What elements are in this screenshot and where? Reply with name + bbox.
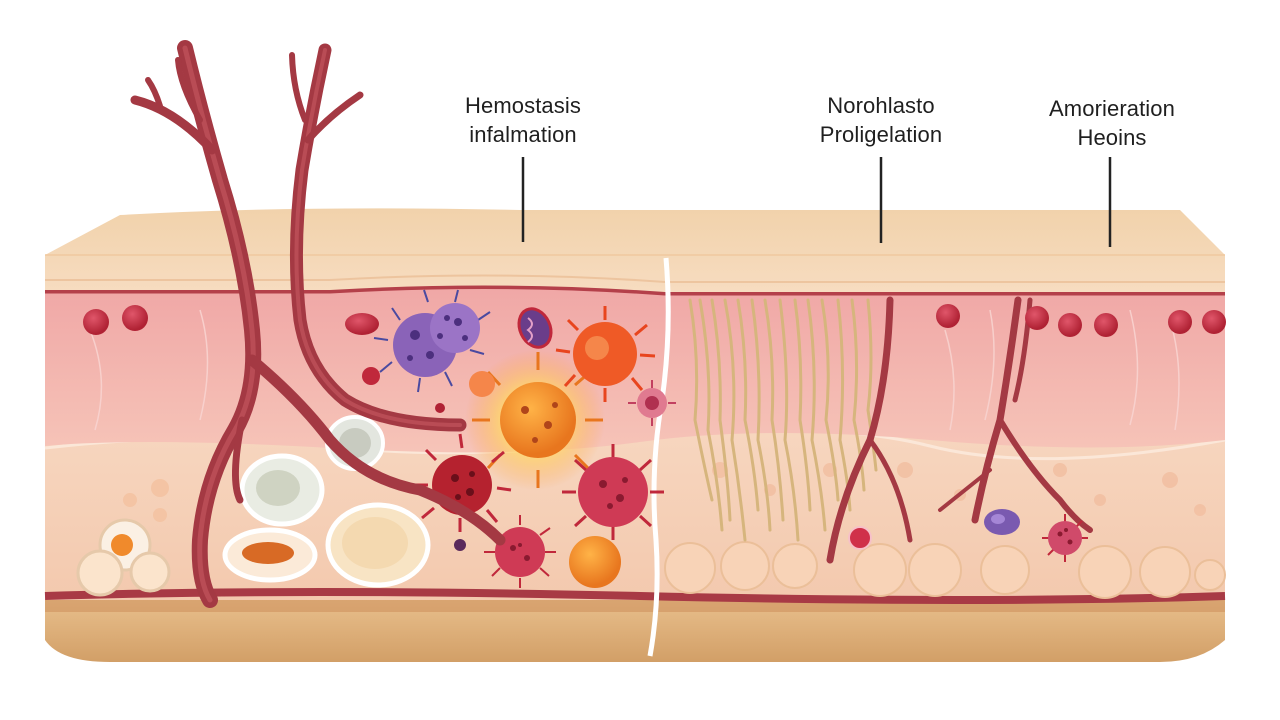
fat-cells (76, 462, 1226, 599)
label-leader-lines (521, 157, 1112, 247)
stage-label-line: Heoins (1077, 125, 1147, 150)
stage-label-line: Proligelation (819, 122, 943, 147)
collagen-fiber-icon (688, 298, 878, 542)
red-blood-cell-icon (83, 304, 1226, 550)
stage-label-line: infalmation (469, 122, 577, 147)
stage-label-proliferation: Norohlasto Proligelation (776, 91, 986, 149)
stage-label-hemostasis-inflammation: Hemostasis infalmation (423, 91, 623, 149)
base-layer (45, 600, 1225, 662)
dermis-layer (45, 281, 1225, 453)
wound-line (647, 257, 671, 657)
leukocyte-icon (984, 509, 1088, 562)
stage-label-line: Hemostasis (465, 93, 581, 118)
virus-icon (373, 289, 491, 393)
stage-label-line: Amorieration (1049, 96, 1175, 121)
stage-label-remodeling: Amorieration Heoins (1012, 94, 1212, 152)
blood-vessel-icon (130, 40, 1093, 608)
epidermis-layer (45, 208, 1225, 292)
stage-label-line: Norohlasto (827, 93, 935, 118)
